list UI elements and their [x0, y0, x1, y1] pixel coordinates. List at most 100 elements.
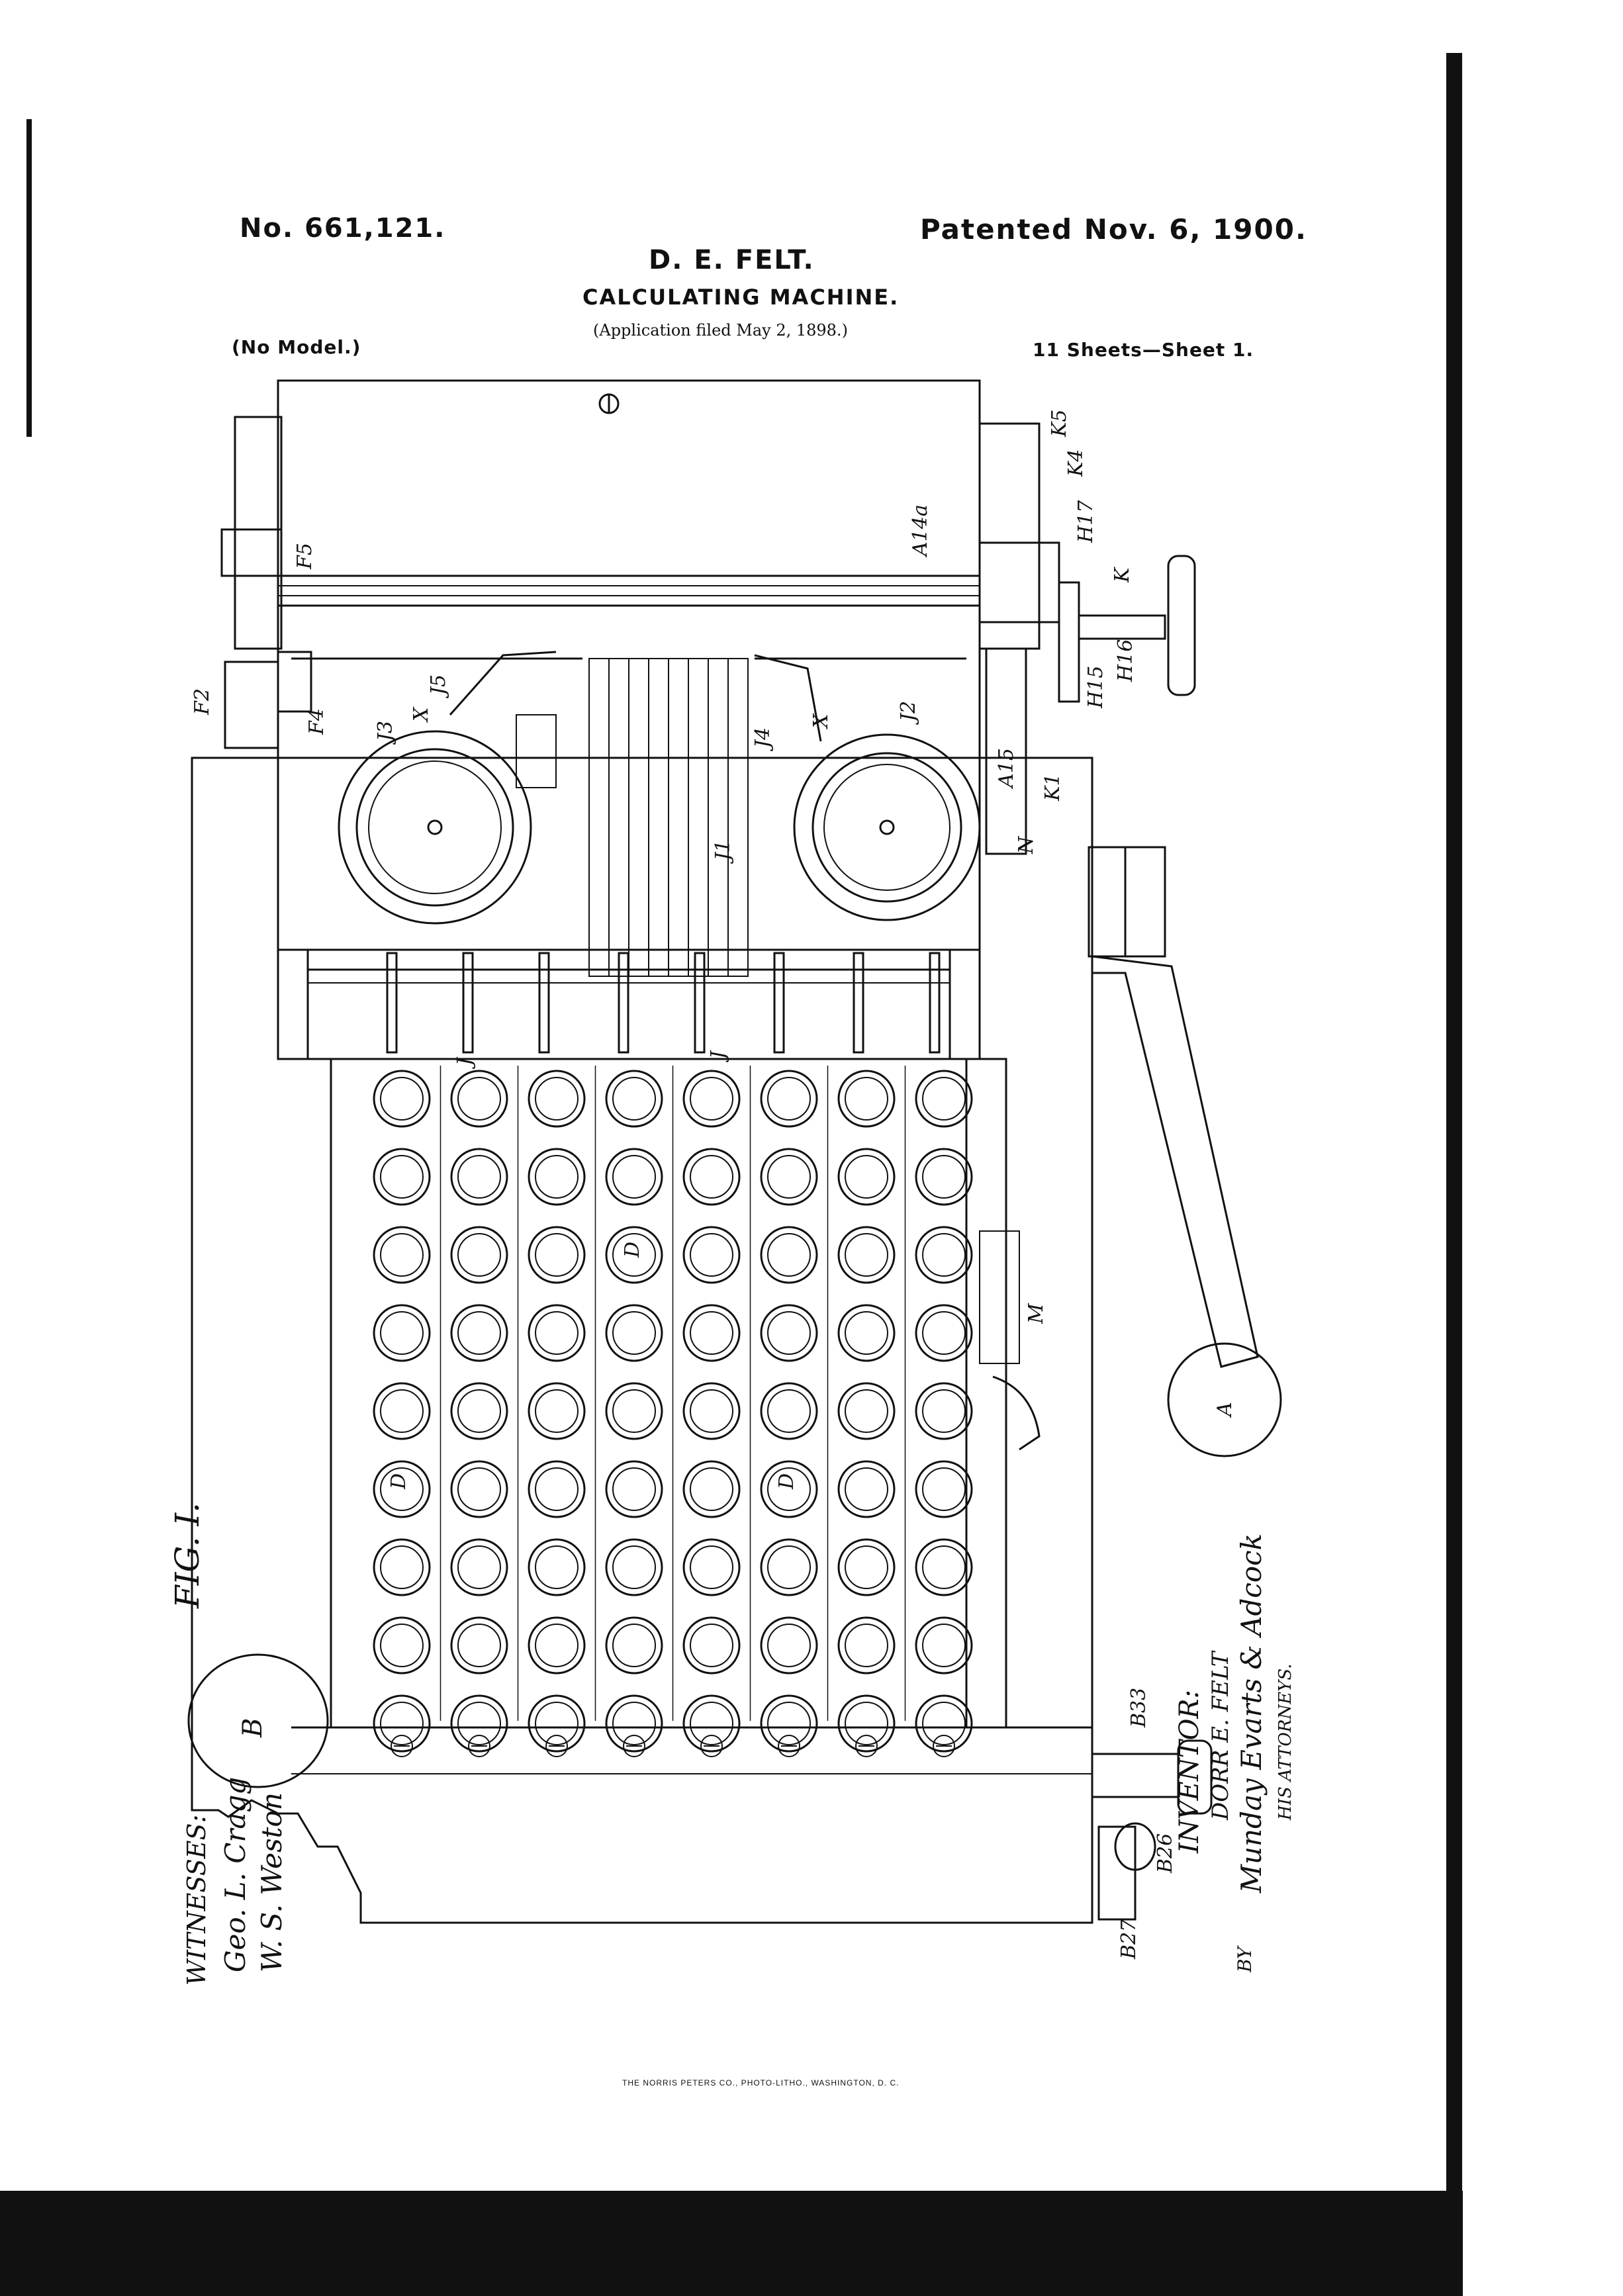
key-outer: [915, 1304, 973, 1362]
label-K: K: [1111, 567, 1134, 583]
key-outer: [682, 1304, 741, 1362]
label-J5: J5: [427, 674, 450, 699]
key-inner: [535, 1467, 579, 1511]
key-outer: [760, 1538, 818, 1596]
key-outer: [605, 1226, 663, 1284]
key-inner: [767, 1545, 811, 1589]
key-outer: [915, 1460, 973, 1518]
key-outer: [528, 1148, 586, 1206]
key-inner: [612, 1545, 656, 1589]
key-inner: [535, 1155, 579, 1199]
key-inner: [845, 1233, 888, 1277]
key-inner: [690, 1077, 733, 1121]
patent-number: No. 661,121.: [240, 213, 446, 244]
key-outer: [915, 1382, 973, 1440]
scan-mark-left: [26, 119, 32, 437]
key-outer: [605, 1304, 663, 1362]
key-outer: [373, 1460, 431, 1518]
key-outer: [373, 1694, 431, 1753]
key-inner: [535, 1389, 579, 1433]
key-inner: [767, 1155, 811, 1199]
key-inner: [845, 1155, 888, 1199]
key-outer: [760, 1304, 818, 1362]
key-inner: [922, 1624, 966, 1667]
arm-right: [754, 654, 822, 742]
base-housing: [191, 757, 1093, 1924]
key-outer: [450, 1226, 508, 1284]
label-B33: B33: [1127, 1688, 1150, 1728]
key-outer: [450, 1382, 508, 1440]
key-outer: [915, 1538, 973, 1596]
key-outer: [528, 1616, 586, 1675]
witnesses-label: WITNESSES:: [182, 1815, 211, 1986]
key-outer: [837, 1538, 896, 1596]
key-outer: [528, 1070, 586, 1128]
key-outer: [915, 1694, 973, 1753]
knob-B27: [1097, 1825, 1136, 1921]
label-J4: J4: [751, 727, 774, 752]
key-inner: [845, 1389, 888, 1433]
label-F2: F2: [191, 688, 214, 715]
key-outer: [760, 1226, 818, 1284]
key-inner: [767, 1624, 811, 1667]
key-outer: [837, 1616, 896, 1675]
key-inner: [380, 1155, 424, 1199]
label-F4: F4: [305, 708, 328, 735]
column-screw: [468, 1735, 490, 1757]
attorneys-signature: Munday Evarts & Adcock: [1235, 1534, 1268, 1894]
key-inner: [922, 1389, 966, 1433]
key-inner: [767, 1311, 811, 1355]
knob-B: [187, 1653, 329, 1788]
key-inner: [690, 1311, 733, 1355]
key-outer: [528, 1226, 586, 1284]
key-outer: [528, 1694, 586, 1753]
knob-K: [1167, 555, 1196, 696]
witness-2: W. S. Weston: [255, 1792, 288, 1972]
key-outer: [450, 1304, 508, 1362]
key-outer: [915, 1070, 973, 1128]
label-H15: H15: [1084, 666, 1107, 709]
key-inner: [922, 1155, 966, 1199]
key-inner: [767, 1233, 811, 1277]
key-outer: [528, 1382, 586, 1440]
key-inner: [612, 1077, 656, 1121]
inventor-label: INVENTOR:: [1174, 1690, 1205, 1854]
key-inner: [535, 1311, 579, 1355]
key-inner: [922, 1233, 966, 1277]
key-inner: [380, 1467, 424, 1511]
knob-B33: [1091, 1753, 1180, 1798]
reel-left: [338, 730, 532, 925]
left-gears: [234, 416, 283, 650]
key-inner: [767, 1467, 811, 1511]
key-inner: [612, 1467, 656, 1511]
label-A: A: [1213, 1402, 1236, 1418]
key-outer: [915, 1616, 973, 1675]
key-inner: [690, 1233, 733, 1277]
column-screw: [545, 1735, 568, 1757]
label-M: M: [1025, 1303, 1048, 1324]
key-outer: [682, 1538, 741, 1596]
key-inner: [457, 1077, 501, 1121]
key-outer: [915, 1148, 973, 1206]
key-inner: [457, 1467, 501, 1511]
label-X-left: X: [410, 706, 433, 723]
key-inner: [845, 1467, 888, 1511]
inventor-name: D. E. FELT.: [649, 245, 815, 275]
key-outer: [837, 1460, 896, 1518]
key-outer: [682, 1382, 741, 1440]
key-inner: [457, 1155, 501, 1199]
label-A14a: A14a: [909, 504, 932, 558]
key-outer: [605, 1148, 663, 1206]
key-inner: [612, 1155, 656, 1199]
key-outer: [837, 1382, 896, 1440]
label-F5: F5: [293, 543, 316, 570]
key-outer: [605, 1538, 663, 1596]
label-K5: K5: [1048, 410, 1071, 438]
key-inner: [845, 1311, 888, 1355]
label-J-left: J: [453, 1056, 477, 1070]
key-inner: [690, 1702, 733, 1745]
key-inner: [612, 1311, 656, 1355]
key-inner: [612, 1389, 656, 1433]
key-outer: [373, 1070, 431, 1128]
column-screw: [700, 1735, 723, 1757]
